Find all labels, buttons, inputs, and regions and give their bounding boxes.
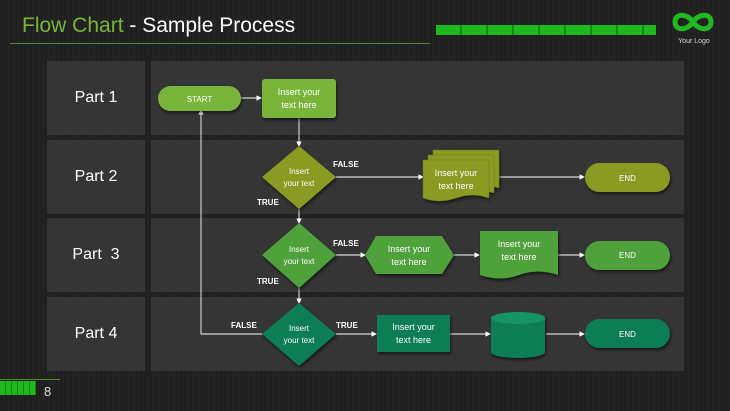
page-number: 8 (44, 384, 52, 399)
lane-label-part-1: Part 1 (47, 61, 145, 135)
process-text-line1: Insert your (392, 322, 435, 332)
decision-diamond (262, 303, 336, 366)
document-shape (480, 231, 558, 279)
process-text-line2: text here (396, 335, 431, 345)
footer-rule (0, 379, 60, 380)
start-label: START (187, 95, 213, 104)
multi-document (422, 149, 500, 202)
database-cylinder (491, 312, 545, 358)
true-label: TRUE (336, 321, 358, 330)
decision-text-line1: Insert (289, 245, 310, 254)
decision-text-line1: Insert (289, 324, 310, 333)
process-text-line1: Insert your (278, 87, 321, 97)
preparation-hexagon (365, 236, 454, 274)
decision-text-line1: Insert (289, 167, 310, 176)
footer-accent-bar (0, 381, 36, 395)
false-label: FALSE (333, 239, 359, 248)
lane-label-part-3: Part 3 (47, 218, 145, 292)
process-text-line2: text here (281, 100, 316, 110)
end-terminator (585, 319, 670, 348)
document-text-line2: text here (501, 252, 536, 262)
end-label: END (619, 174, 636, 183)
end-label: END (619, 330, 636, 339)
decision-text-line2: your text (284, 179, 315, 188)
logo-text: Your Logo (678, 38, 710, 45)
lane-label-part-4: Part 4 (47, 297, 145, 371)
false-label: FALSE (231, 321, 257, 330)
decision-diamond (262, 223, 336, 288)
hexagon-text-line1: Insert your (388, 244, 431, 254)
start-terminator (158, 86, 241, 111)
multi-document-text-line2: text here (438, 181, 473, 191)
hexagon-text-line2: text here (391, 257, 426, 267)
title-part2: - Sample Process (123, 14, 296, 37)
title-part1: Flow Chart (22, 14, 124, 37)
multi-document-text-line1: Insert your (435, 168, 478, 178)
true-label: TRUE (257, 198, 279, 207)
infinity-logo-icon (672, 12, 714, 32)
false-label: FALSE (333, 160, 359, 169)
process-box (262, 79, 336, 118)
decision-diamond (262, 146, 336, 209)
true-label: TRUE (257, 277, 279, 286)
lane-label-part-2: Part 2 (47, 140, 145, 214)
decision-text-line2: your text (284, 257, 315, 266)
title-underline (10, 43, 430, 44)
decision-text-line2: your text (284, 336, 315, 345)
process-box (377, 315, 450, 352)
header-accent-bar (436, 25, 656, 35)
end-terminator (585, 163, 670, 192)
document-text-line1: Insert your (498, 239, 541, 249)
page-title: Flow Chart - Sample Process (22, 14, 295, 38)
end-label: END (619, 251, 636, 260)
connector (198, 109, 262, 335)
end-terminator (585, 241, 670, 270)
